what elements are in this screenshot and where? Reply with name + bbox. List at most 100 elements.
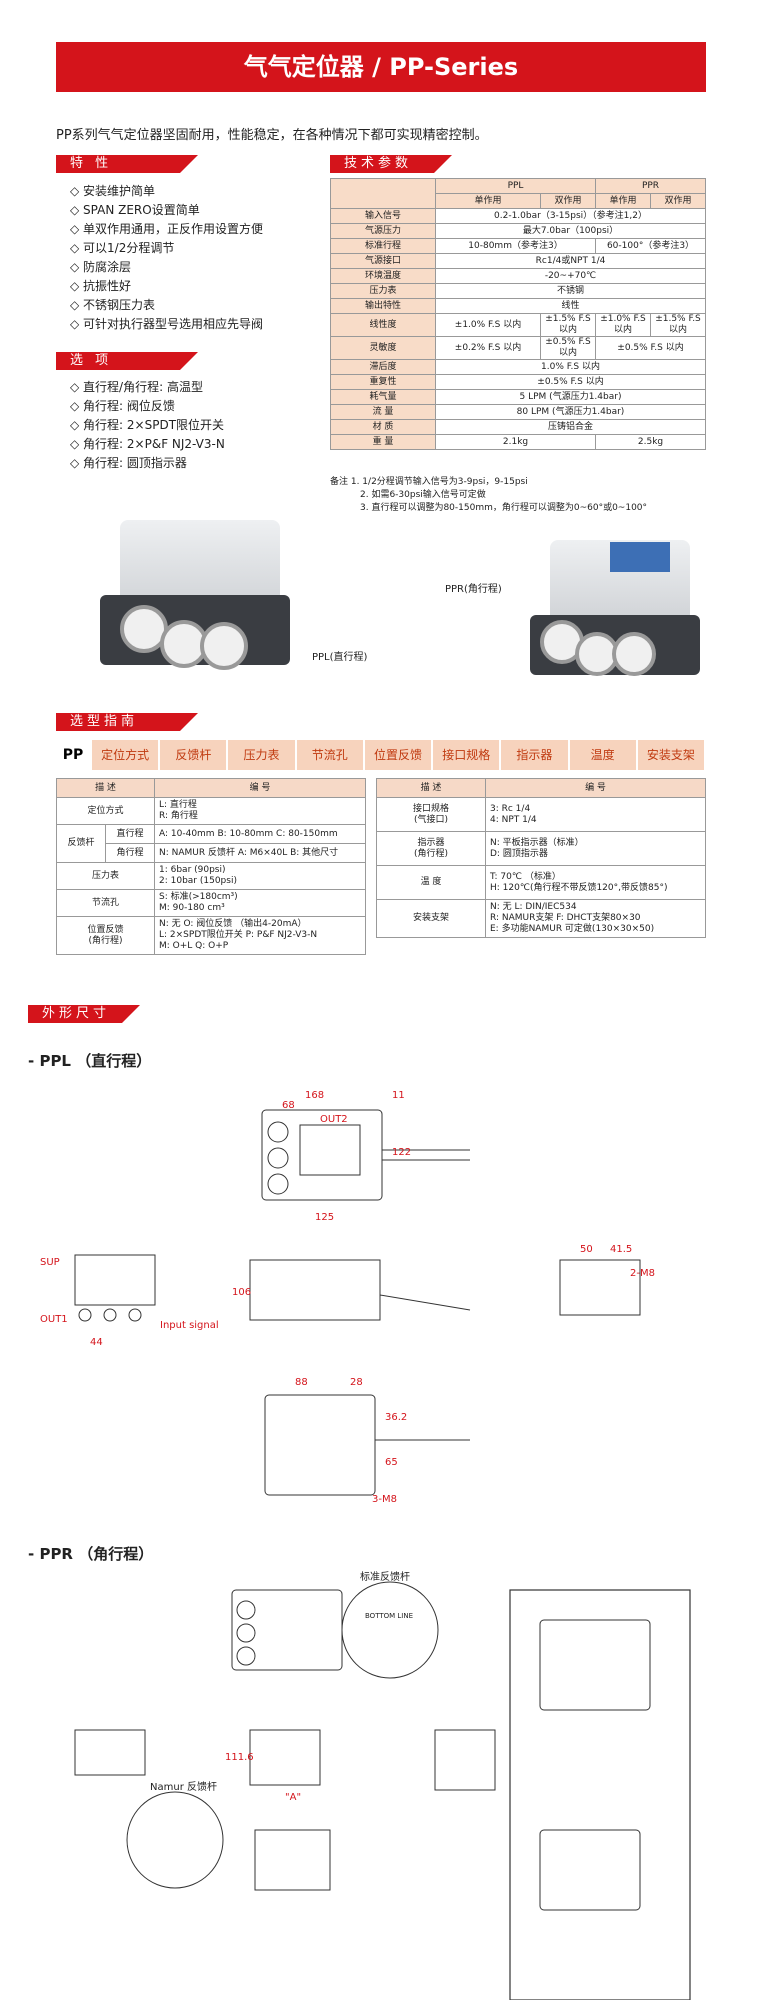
guide-header-desc: 描 述 xyxy=(376,778,486,798)
spec-note: 3. 直行程可以调整为80-150mm，角行程可以调整为0~60°或0~100° xyxy=(360,503,648,513)
spec-cell: 环境温度 xyxy=(330,268,436,284)
spec-row: 压力表不锈钢 xyxy=(330,283,706,299)
dim-44: 44 xyxy=(90,1337,103,1348)
selection-bar-item: 位置反馈 xyxy=(365,740,434,770)
spec-cell: 单作用 xyxy=(595,193,651,209)
dim-input-signal: Input signal xyxy=(160,1320,219,1331)
dim-50: 50 xyxy=(580,1244,593,1255)
spec-cell: 气源接口 xyxy=(330,253,436,269)
spec-cell xyxy=(330,178,436,209)
dim-68: 68 xyxy=(282,1100,295,1111)
spec-cell: 2.5kg xyxy=(595,434,706,450)
page-title-banner: 气气定位器 / PP-Series xyxy=(56,42,706,92)
spec-cell: 材 质 xyxy=(330,419,436,435)
dimension-drawings: 168 68 11 OUT2 122 125 SUP OUT1 44 Input… xyxy=(40,1090,691,2000)
page-title: 气气定位器 / PP-Series xyxy=(243,53,519,81)
spec-row: 灵敏度±0.2% F.S 以内±0.5% F.S 以内±0.5% F.S 以内 xyxy=(330,336,706,360)
spec-cell: ±0.2% F.S 以内 xyxy=(435,336,541,360)
ppr-caption: PPR(角行程) xyxy=(445,584,502,595)
spec-row: 环境温度-20~+70℃ xyxy=(330,268,706,284)
spec-cell: 灵敏度 xyxy=(330,336,436,360)
dim-41-5: 41.5 xyxy=(610,1244,632,1255)
spec-cell: 输入信号 xyxy=(330,208,436,224)
option-item: 角行程: 圆顶指示器 xyxy=(70,454,225,473)
spec-note: 备注 1. 1/2分程调节输入信号为3-9psi，9-15psi xyxy=(330,477,528,487)
spec-cell: 80 LPM (气源压力1.4bar) xyxy=(435,404,706,420)
guide-code: N: 无 L: DIN/IEC534 R: NAMUR支架 F: DHCT支架8… xyxy=(485,899,706,938)
spec-row: 输出特性线性 xyxy=(330,298,706,314)
guide-desc: 温 度 xyxy=(376,865,486,900)
spec-row: 气源压力最大7.0bar（100psi） xyxy=(330,223,706,239)
guide-desc: 压力表 xyxy=(56,862,155,890)
feature-item: 单双作用通用，正反作用设置方便 xyxy=(70,220,263,239)
spec-cell: 双作用 xyxy=(540,193,596,209)
spec-cell: 1.0% F.S 以内 xyxy=(435,359,706,375)
dim-88: 88 xyxy=(295,1377,308,1388)
dim-sup: SUP xyxy=(40,1257,60,1268)
spec-cell: 10-80mm（参考注3） xyxy=(435,238,596,254)
guide-row: 位置反馈 (角行程)N: 无 O: 阀位反馈 （输出4-20mA） L: 2×S… xyxy=(56,916,366,955)
spec-cell: 气源压力 xyxy=(330,223,436,239)
guide-desc: 指示器 (角行程) xyxy=(376,831,486,866)
options-tag: 选 项 xyxy=(56,352,198,370)
spec-cell: ±1.5% F.S 以内 xyxy=(540,313,596,337)
ppr-section-title: - PPR （角行程） xyxy=(28,1545,154,1563)
guide-code: A: 10-40mm B: 10-80mm C: 80-150mm xyxy=(154,824,366,844)
dim-36-2: 36.2 xyxy=(385,1412,407,1423)
spec-cell: PPR xyxy=(595,178,706,194)
guide-row: 指示器 (角行程)N: 平板指示器（标准） D: 圆顶指示器 xyxy=(376,831,706,866)
dim-namur-lever: Namur 反馈杆 xyxy=(150,1780,217,1793)
dim-bottom-line: BOTTOM LINE xyxy=(365,1612,413,1620)
dim-111-6: 111.6 xyxy=(225,1752,254,1763)
intro-text: PP系列气气定位器坚固耐用，性能稳定，在各种情况下都可实现精密控制。 xyxy=(56,128,488,143)
dim-106: 106 xyxy=(232,1287,251,1298)
spec-cell: 压力表 xyxy=(330,283,436,299)
dims-tag: 外形尺寸 xyxy=(28,1005,140,1023)
spec-cell: PPL xyxy=(435,178,596,194)
spec-row: 线性度±1.0% F.S 以内±1.5% F.S 以内±1.0% F.S 以内±… xyxy=(330,313,706,337)
dim-125: 125 xyxy=(315,1212,334,1223)
dim-std-lever: 标准反馈杆 xyxy=(360,1570,410,1583)
ppl-product-image xyxy=(100,510,290,680)
feature-item: SPAN ZERO设置简单 xyxy=(70,201,263,220)
spec-cell: 双作用 xyxy=(650,193,706,209)
selection-bar-item: 压力表 xyxy=(228,740,297,770)
spec-cell: 60-100°（参考注3） xyxy=(595,238,706,254)
spec-cell: 0.2-1.0bar（3-15psi）（参考注1,2） xyxy=(435,208,706,224)
selection-bar-item: 反馈杆 xyxy=(160,740,229,770)
spec-cell: 流 量 xyxy=(330,404,436,420)
guide-code: L: 直行程 R: 角行程 xyxy=(154,797,366,825)
selection-bar-item: 温度 xyxy=(570,740,638,770)
dim-a: "A" xyxy=(285,1792,301,1803)
spec-cell: 重复性 xyxy=(330,374,436,390)
selection-tag: 选型指南 xyxy=(56,713,198,731)
features-tag: 特 性 xyxy=(56,155,198,173)
spec-tag: 技术参数 xyxy=(330,155,452,173)
selection-bar-item: 定位方式 xyxy=(92,740,161,770)
dim-65: 65 xyxy=(385,1457,398,1468)
dim-3-m8: 3-M8 xyxy=(372,1494,397,1505)
guide-row: 接口规格 (气接口)3: Rc 1/4 4: NPT 1/4 xyxy=(376,797,706,832)
spec-cell: 线性 xyxy=(435,298,706,314)
option-item: 角行程: 2×SPDT限位开关 xyxy=(70,416,225,435)
guide-header: 描 述编 号 xyxy=(376,778,706,798)
features-list: 安装维护简单SPAN ZERO设置简单单双作用通用，正反作用设置方便可以1/2分… xyxy=(70,182,263,334)
spec-cell: 单作用 xyxy=(435,193,541,209)
dim-28: 28 xyxy=(350,1377,363,1388)
guide-code: 3: Rc 1/4 4: NPT 1/4 xyxy=(485,797,706,832)
option-item: 角行程: 2×P&F NJ2-V3-N xyxy=(70,435,225,454)
ppr-product-image xyxy=(520,520,700,690)
spec-cell: 重 量 xyxy=(330,434,436,450)
options-list: 直行程/角行程: 高温型角行程: 阀位反馈角行程: 2×SPDT限位开关角行程:… xyxy=(70,378,225,473)
